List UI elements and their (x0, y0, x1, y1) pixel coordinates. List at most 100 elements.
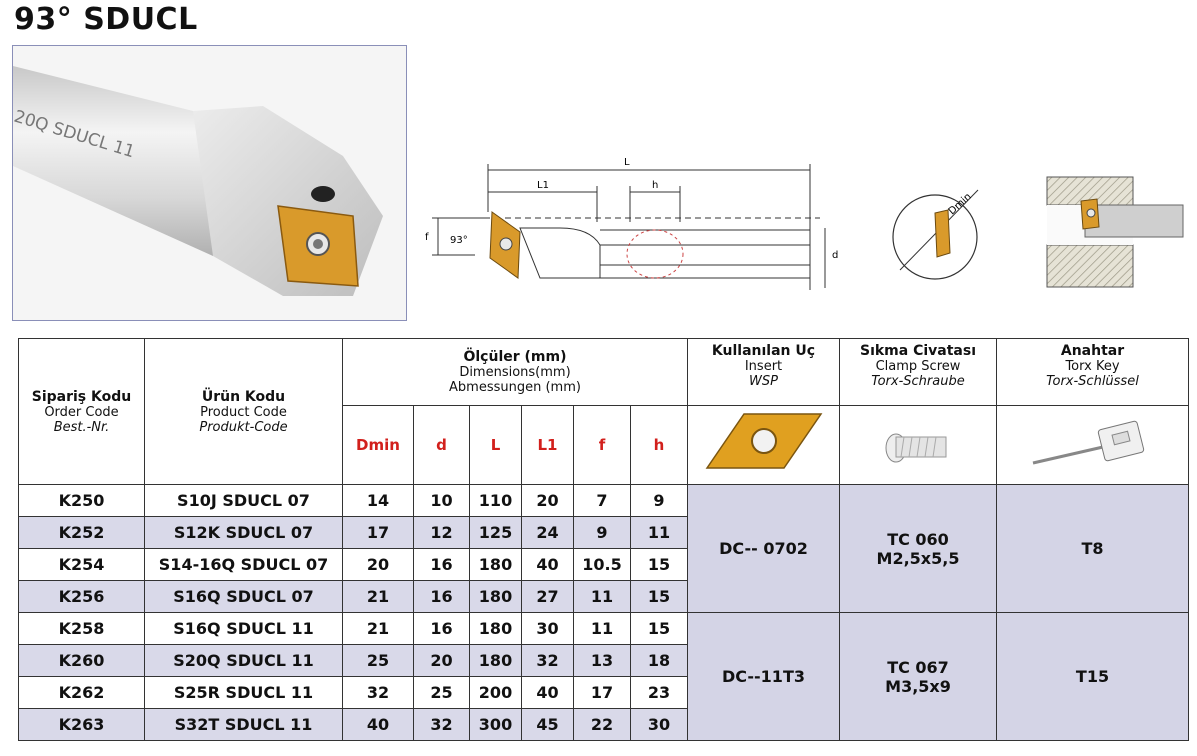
dim-cell: 21 (342, 580, 414, 613)
insert-cell: DC-- 0702 (687, 484, 840, 613)
section-view-diagram (1045, 175, 1185, 290)
dim-cell: 25 (342, 644, 414, 677)
key-cell: T8 (996, 484, 1189, 613)
dim-cell: 7 (573, 484, 631, 517)
dim-cell: 18 (630, 644, 688, 677)
dim-cell: 13 (573, 644, 631, 677)
dim-cell: 180 (469, 644, 522, 677)
dim-cell: 27 (521, 580, 574, 613)
dim-cell: 20 (342, 548, 414, 581)
insert-icon-cell (687, 405, 840, 485)
dim-cell: 180 (469, 580, 522, 613)
table-row: K252 S12K SDUCL 07 17 12 125 24 9 11 (18, 516, 1189, 549)
order-code-cell: K254 (18, 548, 145, 581)
key-icon-cell (996, 405, 1189, 485)
product-code-cell: S32T SDUCL 11 (144, 708, 343, 741)
dim-cell: 21 (342, 612, 414, 645)
dim-header: L1 (521, 405, 574, 485)
dim-cell: 23 (630, 676, 688, 709)
header-dimensions: Ölçüler (mm) Dimensions(mm) Abmessungen … (342, 338, 688, 406)
dim-cell: 14 (342, 484, 414, 517)
clamp-screw-cell: TC 060 M2,5x5,5 (839, 484, 997, 613)
clamp-screw-cell: TC 067 M3,5x9 (839, 612, 997, 741)
dim-cell: 15 (630, 612, 688, 645)
dim-cell: 40 (521, 676, 574, 709)
table-row: K256 S16Q SDUCL 07 21 16 180 27 11 15 (18, 580, 1189, 613)
order-code-cell: K258 (18, 612, 145, 645)
dim-cell: 11 (573, 580, 631, 613)
product-code-cell: S12K SDUCL 07 (144, 516, 343, 549)
dim-cell: 300 (469, 708, 522, 741)
dim-header: Dmin (342, 405, 414, 485)
order-code-cell: K262 (18, 676, 145, 709)
dim-header: h (630, 405, 688, 485)
product-code-cell: S16Q SDUCL 07 (144, 580, 343, 613)
dim-cell: 32 (342, 676, 414, 709)
dim-cell: 16 (413, 548, 470, 581)
dmin-bore-diagram: Dmin (880, 175, 990, 285)
dim-label-d: d (832, 250, 838, 261)
dim-cell: 40 (342, 708, 414, 741)
dim-cell: 10.5 (573, 548, 631, 581)
product-code-cell: S25R SDUCL 11 (144, 676, 343, 709)
dim-cell: 11 (573, 612, 631, 645)
dim-cell: 16 (413, 612, 470, 645)
dim-header: f (573, 405, 631, 485)
order-code-cell: K263 (18, 708, 145, 741)
dim-cell: 110 (469, 484, 522, 517)
insert-icon (705, 413, 822, 469)
dim-cell: 9 (630, 484, 688, 517)
dim-cell: 16 (413, 580, 470, 613)
product-photo: 20Q SDUCL 11 (12, 45, 407, 321)
dim-cell: 10 (413, 484, 470, 517)
dim-cell: 20 (413, 644, 470, 677)
header-insert: Kullanılan Uç Insert WSP (687, 338, 840, 406)
screw-icon (885, 433, 947, 463)
order-code-cell: K260 (18, 644, 145, 677)
order-code-cell: K250 (18, 484, 145, 517)
product-code-cell: S16Q SDUCL 11 (144, 612, 343, 645)
header-product-code: Ürün Kodu Product Code Produkt-Code (144, 338, 343, 485)
dim-cell: 180 (469, 612, 522, 645)
product-code-cell: S20Q SDUCL 11 (144, 644, 343, 677)
dim-cell: 25 (413, 676, 470, 709)
dim-cell: 180 (469, 548, 522, 581)
dim-cell: 17 (342, 516, 414, 549)
table-row: K254 S14-16Q SDUCL 07 20 16 180 40 10.5 … (18, 548, 1189, 581)
dim-label-L1: L1 (537, 180, 549, 191)
table-row: K262 S25R SDUCL 11 32 25 200 40 17 23 (18, 676, 1189, 709)
dim-cell: 15 (630, 548, 688, 581)
dim-cell: 17 (573, 676, 631, 709)
dim-cell: 22 (573, 708, 631, 741)
dim-header: L (469, 405, 522, 485)
dim-cell: 12 (413, 516, 470, 549)
dim-label-h: h (652, 180, 658, 191)
torx-key-icon (1032, 420, 1144, 465)
dim-cell: 125 (469, 516, 522, 549)
order-code-cell: K252 (18, 516, 145, 549)
order-code-cell: K256 (18, 580, 145, 613)
dim-cell: 9 (573, 516, 631, 549)
screw-icon-cell (839, 405, 997, 485)
dim-cell: 30 (521, 612, 574, 645)
dim-cell: 40 (521, 548, 574, 581)
dim-header: d (413, 405, 470, 485)
dim-cell: 15 (630, 580, 688, 613)
header-clamp-screw: Sıkma Civatası Clamp Screw Torx-Schraube (839, 338, 997, 406)
table-row: K258 S16Q SDUCL 11 21 16 180 30 11 15 DC… (18, 612, 1189, 741)
dim-cell: 20 (521, 484, 574, 517)
product-code-cell: S14-16Q SDUCL 07 (144, 548, 343, 581)
dim-cell: 24 (521, 516, 574, 549)
table-row: K260 S20Q SDUCL 11 25 20 180 32 13 18 (18, 644, 1189, 677)
key-cell: T15 (996, 612, 1189, 741)
dim-label-f: f (425, 232, 429, 243)
dim-cell: 30 (630, 708, 688, 741)
dim-cell: 11 (630, 516, 688, 549)
dim-cell: 200 (469, 676, 522, 709)
dim-label-L: L (624, 157, 630, 168)
table-row: K263 S32T SDUCL 11 40 32 300 45 22 30 (18, 708, 1189, 741)
header-key: Anahtar Torx Key Torx-Schlüssel (996, 338, 1189, 406)
page-title: 93° SDUCL (14, 2, 198, 37)
product-code-cell: S10J SDUCL 07 (144, 484, 343, 517)
dim-cell: 45 (521, 708, 574, 741)
